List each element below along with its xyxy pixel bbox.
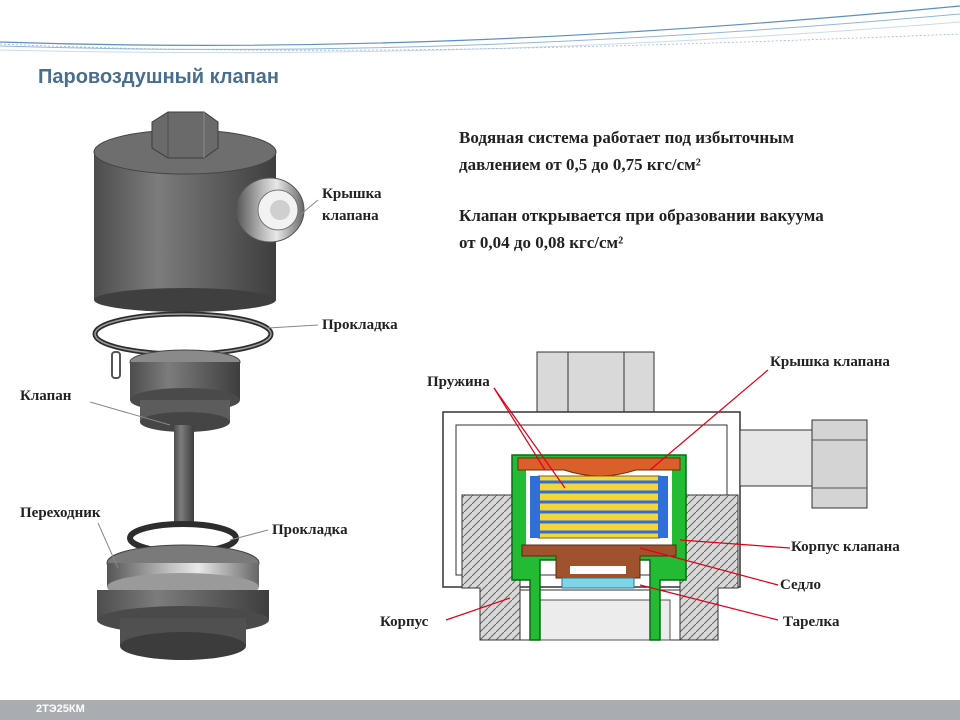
label-cap-right: Крышка клапана: [770, 354, 890, 370]
label-valve: Клапан: [20, 388, 72, 404]
footer-bar: 2ТЭ25КМ: [0, 700, 960, 720]
header-decoration: [0, 5, 960, 54]
page-title: Паровоздушный клапан: [38, 66, 279, 88]
valve-cap-3d: [93, 111, 305, 312]
pressure-info-line-1: Водяная система работает под избыточным: [459, 128, 795, 147]
cross-section-diagram: [442, 351, 868, 641]
label-adapter: Переходник: [20, 505, 101, 521]
pressure-info-line-2: давлением от 0,5 до 0,75 кгс/см²: [459, 155, 701, 174]
label-valve-body: Корпус клапана: [791, 539, 900, 555]
footer-model: 2ТЭ25КМ: [36, 703, 85, 715]
label-seat: Седло: [780, 577, 821, 593]
label-cap-line-1: Крышка: [322, 186, 382, 202]
label-housing: Корпус: [380, 614, 429, 630]
adapter-3d: [97, 544, 269, 660]
label-spring: Пружина: [427, 374, 490, 390]
label-cap-line-2: клапана: [322, 208, 379, 224]
label-disc: Тарелка: [783, 614, 840, 630]
valve-3d: [111, 349, 241, 525]
vacuum-info-line-1: Клапан открывается при образовании вакуу…: [459, 206, 824, 225]
label-gasket-bottom: Прокладка: [272, 522, 348, 538]
vacuum-info-line-2: от 0,04 до 0,08 кгс/см²: [459, 233, 624, 252]
exploded-view: [89, 111, 319, 660]
label-gasket-top: Прокладка: [322, 317, 398, 333]
